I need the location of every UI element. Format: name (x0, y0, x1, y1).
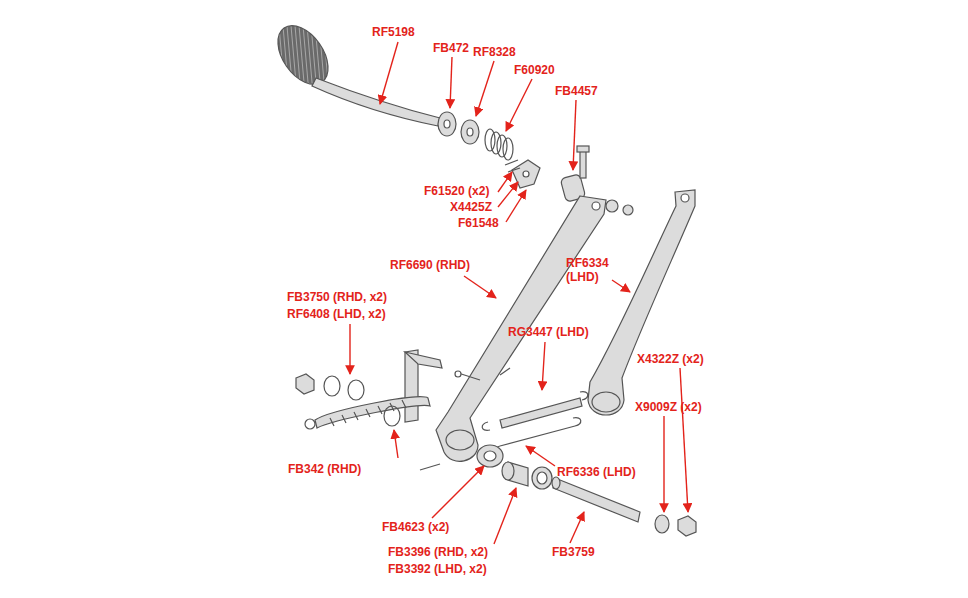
part-number: FB342 (RHD) (288, 462, 361, 476)
part-number: RF8328 (473, 45, 516, 59)
leader-lines (350, 42, 688, 544)
drawing (268, 16, 696, 536)
part-number: X9009Z (x2) (635, 400, 702, 414)
part-number: FB4623 (x2) (382, 520, 449, 534)
part-number: F60920 (514, 63, 555, 77)
part-number: FB3750 (RHD, x2) (287, 290, 387, 304)
part-number: FB4457 (555, 84, 598, 98)
part-number: RF6334 (LHD) (566, 256, 622, 284)
part-number: RF6408 (LHD, x2) (287, 307, 386, 321)
part-number: RG3447 (LHD) (508, 325, 589, 339)
part-number: FB472 (433, 41, 469, 55)
part-number: RF5198 (372, 25, 415, 39)
part-number: FB3396 (RHD, x2) (388, 545, 488, 559)
part-number: RF6690 (RHD) (390, 258, 470, 272)
part-number: F61520 (x2) (424, 184, 489, 198)
part-number: X4425Z (450, 200, 492, 214)
part-number: F61548 (458, 216, 499, 230)
part-number: FB3759 (552, 545, 595, 559)
part-number: FB3392 (LHD, x2) (388, 562, 487, 576)
part-number: X4322Z (x2) (637, 352, 704, 366)
part-number: RF6336 (LHD) (557, 465, 636, 479)
